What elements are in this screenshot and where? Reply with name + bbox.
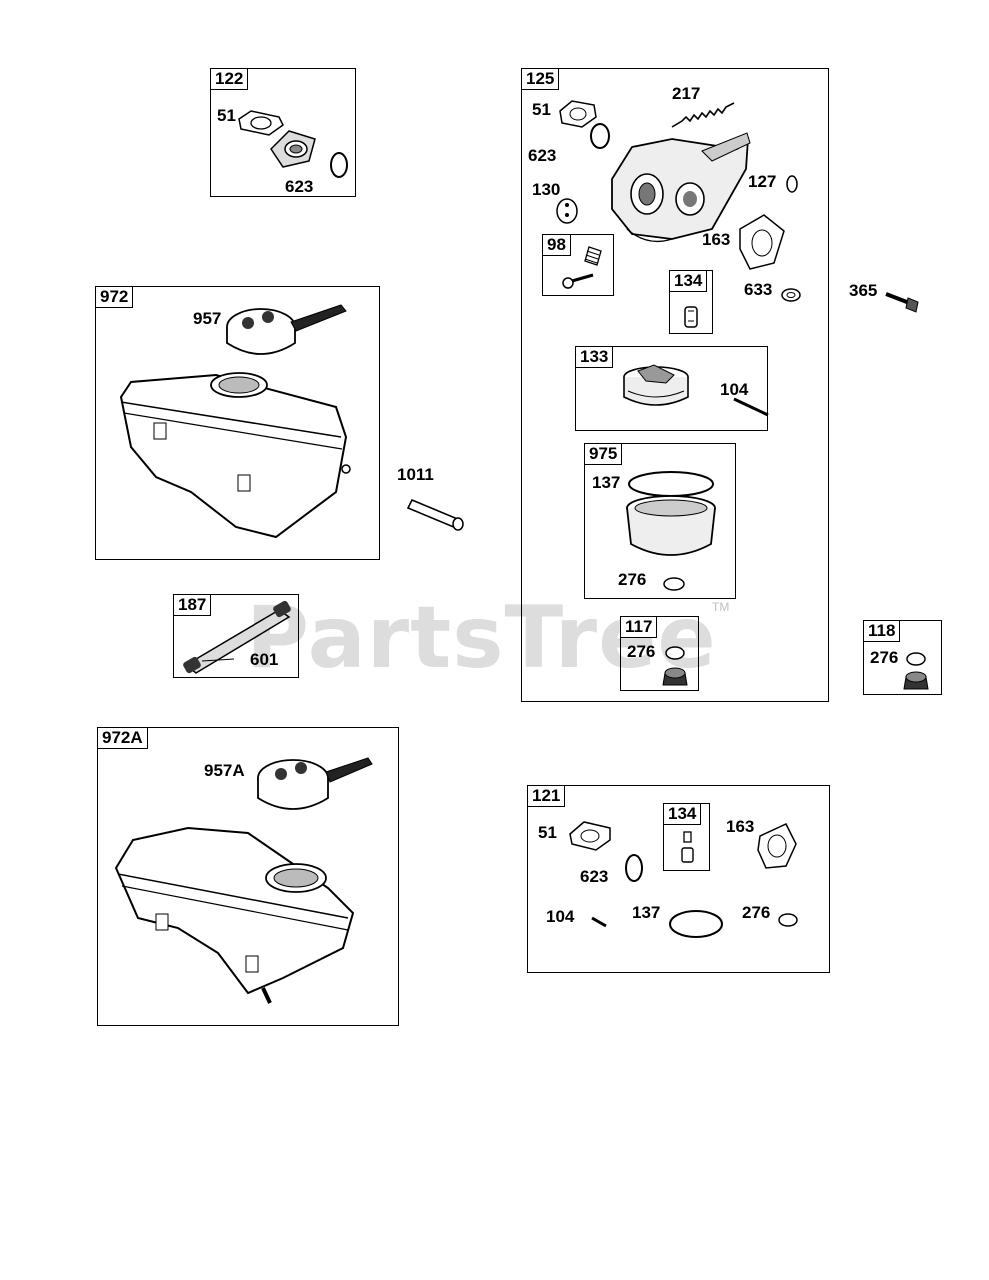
group-tag: 121 bbox=[527, 785, 566, 807]
watermark-trademark: TM bbox=[712, 600, 730, 614]
label-51: 51 bbox=[532, 100, 551, 119]
intake-gasket-elbow-drawing bbox=[238, 110, 348, 178]
label-163: 163 bbox=[726, 817, 755, 836]
jet-drawing bbox=[684, 306, 698, 328]
group-tag: 122 bbox=[210, 68, 249, 90]
watermark-logo: PartsTree bbox=[246, 588, 717, 688]
bowl-nut-drawing bbox=[662, 646, 688, 686]
jet-drawing bbox=[681, 831, 694, 863]
group-98: 98 bbox=[542, 234, 614, 296]
group-972a: 972A 957A bbox=[97, 727, 399, 1026]
label-130: 130 bbox=[532, 180, 561, 199]
label-365: 365 bbox=[849, 281, 878, 300]
label-601: 601 bbox=[250, 650, 279, 669]
group-134-kit: 134 bbox=[663, 803, 710, 871]
group-117: 117 276 bbox=[620, 616, 699, 691]
label-217: 217 bbox=[672, 84, 701, 103]
fuel-tank-alt-drawing bbox=[114, 757, 373, 1004]
group-972: 972 957 bbox=[95, 286, 380, 560]
label-623: 623 bbox=[285, 177, 314, 196]
gasket-kit-drawing bbox=[569, 821, 798, 938]
group-118: 118 276 bbox=[863, 620, 942, 695]
label-51: 51 bbox=[217, 106, 236, 125]
group-tag: 187 bbox=[173, 594, 212, 616]
label-163: 163 bbox=[702, 230, 731, 249]
label-623: 623 bbox=[580, 867, 609, 886]
group-125: 125 217 51 623 127 130 163 633 104 1 bbox=[521, 68, 829, 702]
group-tag: 134 bbox=[663, 803, 702, 825]
label-276: 276 bbox=[870, 648, 899, 667]
float-drawing bbox=[623, 364, 689, 406]
group-tag: 975 bbox=[584, 443, 623, 465]
group-187: 187 601 bbox=[173, 594, 299, 678]
label-633: 633 bbox=[744, 280, 773, 299]
label-51: 51 bbox=[538, 823, 557, 842]
fuel-line-drawing bbox=[183, 600, 291, 674]
group-134-carb: 134 bbox=[669, 270, 713, 334]
group-tag: 125 bbox=[521, 68, 560, 90]
group-133: 133 bbox=[575, 346, 768, 431]
float-bowl-drawing bbox=[626, 471, 716, 591]
group-tag: 972 bbox=[95, 286, 134, 308]
label-623: 623 bbox=[528, 146, 557, 165]
label-1011: 1011 bbox=[397, 465, 434, 484]
label-104: 104 bbox=[546, 907, 575, 926]
label-104: 104 bbox=[720, 380, 749, 399]
label-137: 137 bbox=[592, 473, 621, 492]
group-tag: 118 bbox=[863, 620, 901, 642]
label-276: 276 bbox=[627, 642, 656, 661]
label-276: 276 bbox=[618, 570, 647, 589]
group-122: 122 51 623 bbox=[210, 68, 356, 197]
fuel-tank-drawing bbox=[119, 304, 351, 539]
label-137: 137 bbox=[632, 903, 661, 922]
idle-screw-drawing bbox=[562, 246, 602, 289]
group-tag: 133 bbox=[575, 346, 614, 368]
group-975: 975 bbox=[584, 443, 736, 599]
group-tag: 134 bbox=[669, 270, 708, 292]
group-tag: 117 bbox=[620, 616, 658, 638]
label-276: 276 bbox=[742, 903, 771, 922]
carburetor-drawing bbox=[556, 100, 801, 417]
group-121: 121 51 163 623 104 137 276 bbox=[527, 785, 830, 973]
group-tag: 98 bbox=[542, 234, 571, 256]
group-tag: 972A bbox=[97, 727, 148, 749]
label-127: 127 bbox=[748, 172, 777, 191]
label-957a: 957A bbox=[204, 761, 245, 780]
label-957: 957 bbox=[193, 309, 222, 328]
bowl-nut-drawing bbox=[903, 652, 929, 690]
